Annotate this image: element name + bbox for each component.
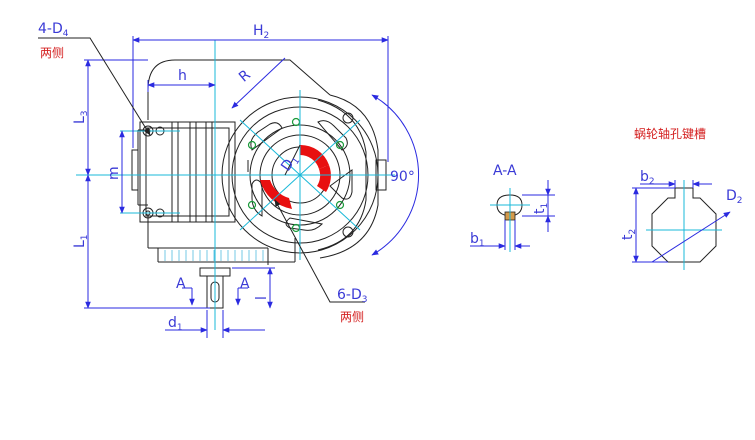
label-4-d4: 4-D4 xyxy=(38,21,69,39)
label-l: l xyxy=(254,296,270,300)
label-keyway-title: 蜗轮轴孔键槽 xyxy=(634,126,706,141)
bolt-hole xyxy=(291,223,301,233)
label-both-sides-upper: 两侧 xyxy=(40,46,64,60)
label-6-d3: 6-D3 xyxy=(337,287,367,305)
base-hatching xyxy=(164,250,264,261)
label-H2: H2 xyxy=(253,23,269,41)
leaders xyxy=(38,37,365,303)
label-D2: D2 xyxy=(726,188,743,206)
section-a-a-view: A-A t1 b1 xyxy=(470,163,555,252)
bolt-hole xyxy=(291,117,301,127)
dim-D2 xyxy=(651,211,731,263)
bolt-hole xyxy=(247,200,257,210)
label-section-A-left: A xyxy=(176,276,186,292)
label-L3: L3 xyxy=(72,110,90,124)
bolt-hole xyxy=(335,140,345,150)
label-90-degrees: 90° xyxy=(390,169,415,185)
dimensions xyxy=(84,36,419,338)
label-m: m xyxy=(106,166,122,180)
keyway-arc-upper xyxy=(300,144,329,169)
keyway-highlight xyxy=(260,144,331,209)
label-t1: t1 xyxy=(532,203,550,214)
centerlines xyxy=(76,40,395,330)
worm-wheel-housing xyxy=(221,94,387,259)
label-L1: L1 xyxy=(72,234,90,248)
label-D1: D1 xyxy=(278,152,302,176)
label-b1: b1 xyxy=(470,231,485,249)
dim-angle xyxy=(371,94,419,256)
label-section-title: A-A xyxy=(493,163,517,179)
bolt-hole xyxy=(247,140,257,150)
dim-R xyxy=(231,57,286,109)
label-h: h xyxy=(178,68,187,84)
label-d1: d1 xyxy=(168,315,183,333)
bolt-hole-outer xyxy=(342,226,354,238)
keyway-detail-view: 蜗轮轴孔键槽 b2 t2 D2 xyxy=(620,126,743,270)
keyway-arc-lower xyxy=(260,180,292,209)
label-b2: b2 xyxy=(640,169,655,187)
keyway-arc-upper-right xyxy=(317,165,331,192)
bolt-hole xyxy=(335,200,345,210)
label-R: R xyxy=(236,67,254,86)
main-labels: 4-D4 两侧 H2 h R L3 L1 m D1 90° l d1 A A 6… xyxy=(38,21,415,333)
bolt-hole-outer xyxy=(342,112,354,124)
housing-outline xyxy=(131,59,331,265)
label-section-A-right: A xyxy=(240,276,250,292)
main-view: 4-D4 两侧 H2 h R L3 L1 m D1 90° l d1 A A 6… xyxy=(38,21,419,338)
label-t2: t2 xyxy=(620,229,638,240)
label-both-sides-lower: 两侧 xyxy=(340,310,364,324)
